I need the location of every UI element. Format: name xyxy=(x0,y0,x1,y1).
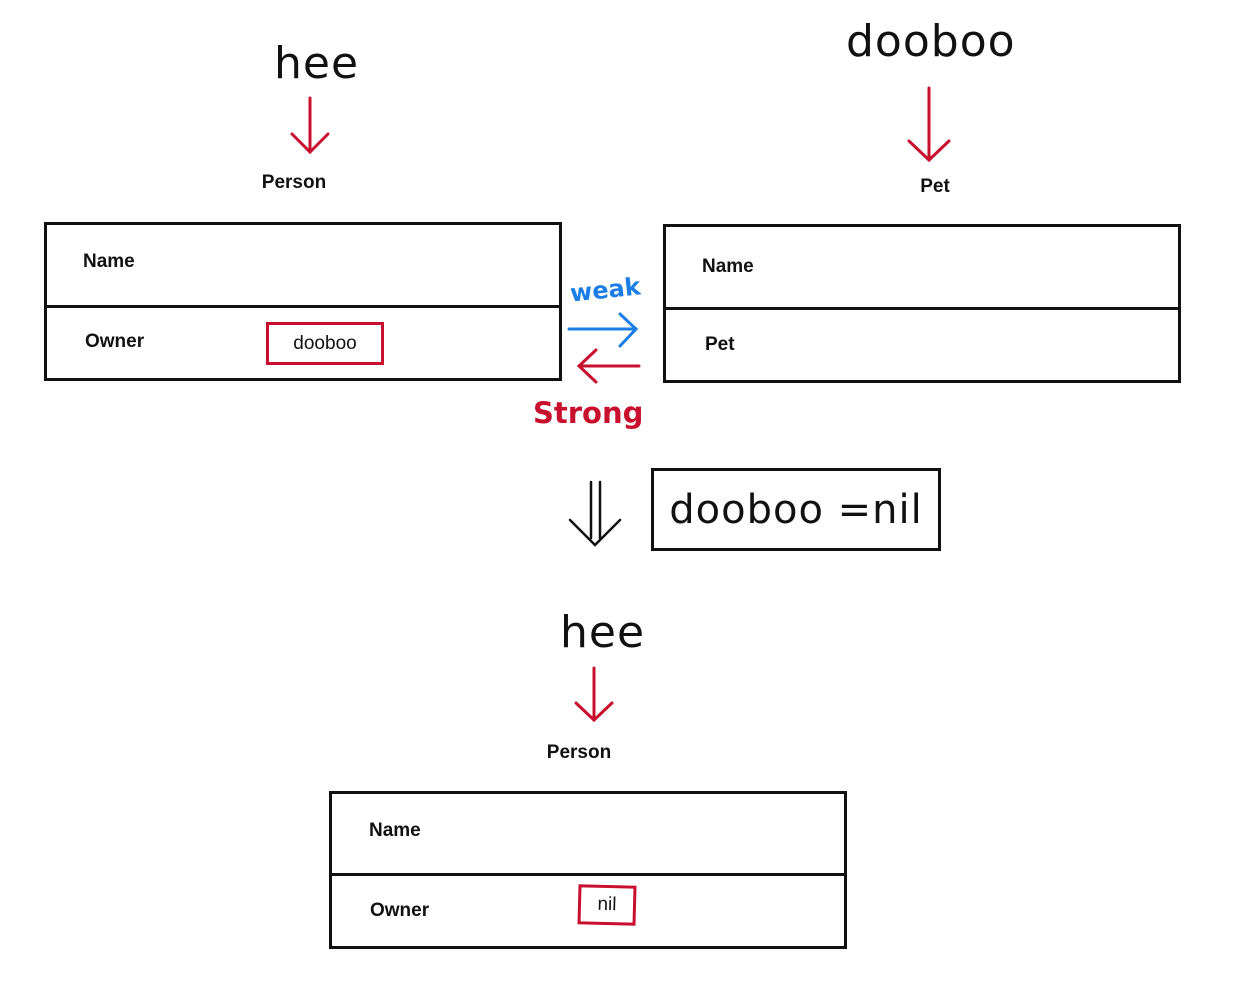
field-label-pet: Pet xyxy=(705,334,735,355)
field-label-name: Name xyxy=(369,820,421,841)
variable-ref-arrow xyxy=(907,86,951,163)
type-name-person: Person xyxy=(546,742,612,763)
field-label-name: Name xyxy=(83,251,135,272)
name-row: Name xyxy=(666,227,1178,310)
field-label-owner: Owner xyxy=(370,900,430,921)
pet-object: Name Pet xyxy=(663,224,1181,383)
strong-label: Strong xyxy=(533,396,644,430)
owner-value-box: nil xyxy=(577,884,637,926)
variable-ref-arrow xyxy=(290,96,330,155)
pet-row: Pet xyxy=(666,310,1178,383)
variable-hee: hee xyxy=(560,607,646,658)
strong-reference-arrow xyxy=(576,348,641,384)
name-row: Name xyxy=(332,794,844,876)
field-label-owner: Owner xyxy=(85,331,145,352)
variable-ref-arrow xyxy=(574,666,614,723)
field-label-name: Name xyxy=(702,256,754,277)
statement-box: dooboo =nil xyxy=(651,468,941,551)
variable-dooboo: dooboo xyxy=(846,16,1016,67)
variable-hee: hee xyxy=(274,38,360,89)
owner-row: Owner xyxy=(47,308,559,381)
statement-text: dooboo =nil xyxy=(669,486,923,533)
implies-down-arrow xyxy=(568,480,622,547)
weak-reference-arrow xyxy=(567,312,639,348)
type-name-pet: Pet xyxy=(920,176,950,197)
owner-value-box: dooboo xyxy=(266,322,384,365)
owner-row: Owner xyxy=(332,876,844,949)
person-object: Name Owner xyxy=(329,791,847,949)
name-row: Name xyxy=(47,225,559,308)
type-name-person: Person xyxy=(261,172,327,193)
